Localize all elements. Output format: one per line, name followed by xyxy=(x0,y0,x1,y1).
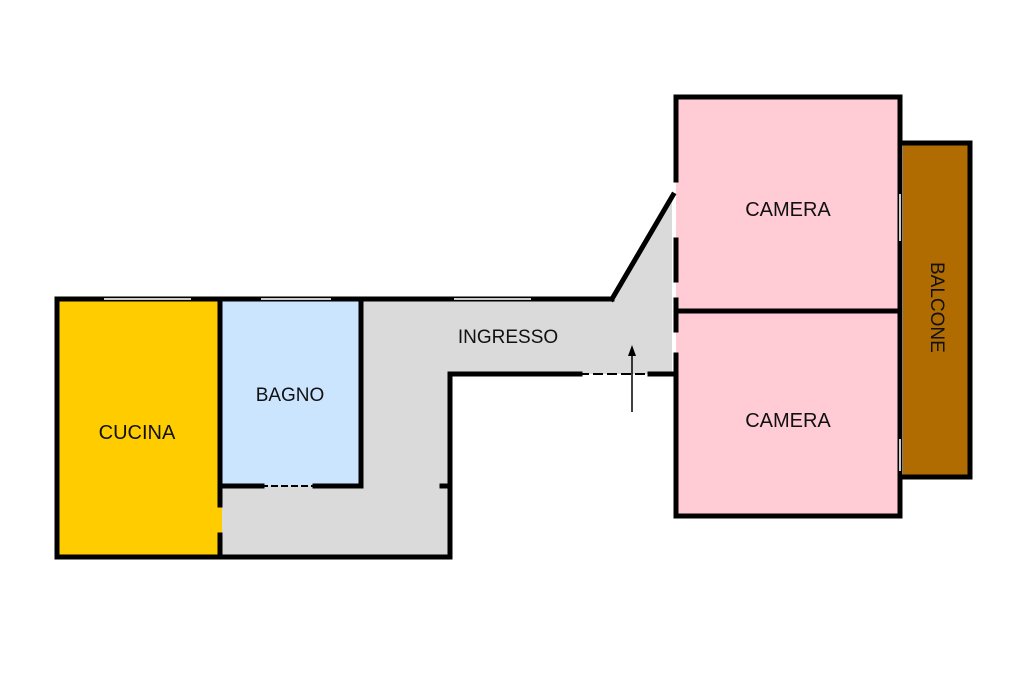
walls xyxy=(54,94,973,560)
room-camera-1 xyxy=(676,97,900,310)
room-balcone xyxy=(903,143,970,477)
label-cucina: CUCINA xyxy=(99,422,176,444)
up-arrow-icon xyxy=(628,345,636,412)
label-camera-1: CAMERA xyxy=(745,199,831,221)
room-camera-2 xyxy=(676,313,900,516)
label-camera-2: CAMERA xyxy=(745,410,831,432)
room-cucina xyxy=(57,299,222,557)
label-balcone-text: BALCONE xyxy=(926,262,947,353)
label-balcone: BALCONE xyxy=(926,262,947,353)
label-bagno: BAGNO xyxy=(256,385,325,406)
room-bagno xyxy=(222,299,360,486)
label-ingresso: INGRESSO xyxy=(458,327,558,348)
